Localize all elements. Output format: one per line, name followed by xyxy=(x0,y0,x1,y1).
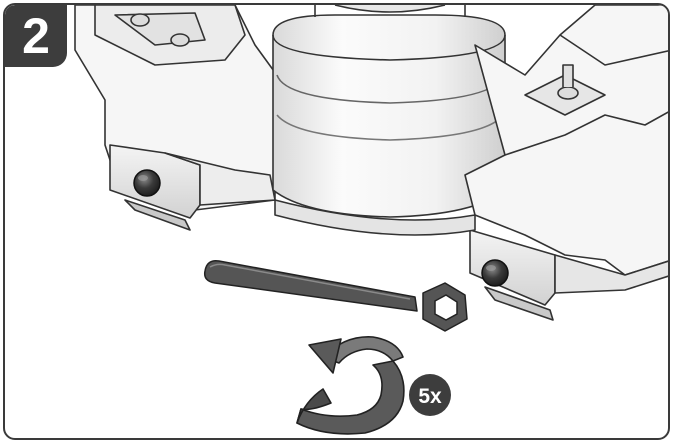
left-foot-bolt xyxy=(133,169,161,197)
machine-base xyxy=(74,5,668,321)
step-number-badge: 2 xyxy=(5,5,67,67)
wrench-icon xyxy=(203,259,468,332)
right-bracket xyxy=(464,5,668,276)
assembly-illustration: 5x xyxy=(74,5,668,435)
instruction-panel: 2 xyxy=(3,3,670,440)
turns-count-badge: 5x xyxy=(409,374,451,416)
turns-count-label: 5x xyxy=(418,385,442,408)
rotate-counterclockwise-arrow-icon xyxy=(296,336,405,435)
right-foot-bolt xyxy=(481,259,509,287)
